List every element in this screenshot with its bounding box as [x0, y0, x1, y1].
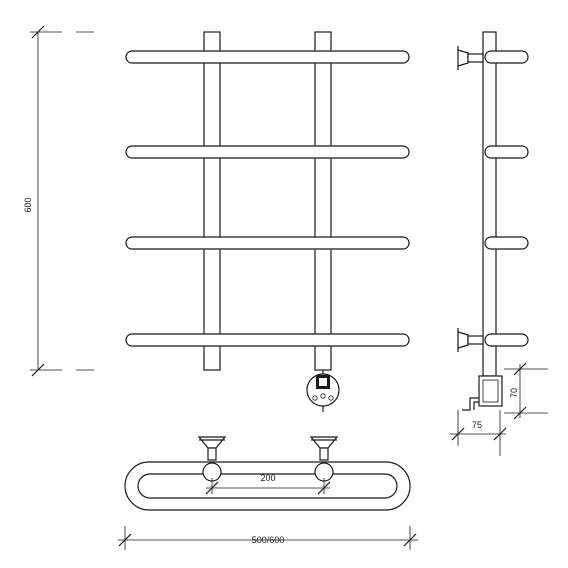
rung-4	[125, 333, 410, 347]
wall-bracket-top	[457, 46, 484, 70]
rung-1	[125, 50, 410, 64]
right-vertical-tube	[314, 31, 332, 371]
top-inner-loop	[137, 473, 398, 499]
side-depth-label: 75	[472, 420, 482, 430]
top-bracket-right	[309, 436, 339, 482]
rung-3	[125, 236, 410, 250]
top-view	[124, 436, 411, 511]
side-height-label: 70	[509, 388, 519, 398]
width-dimension: 500/600	[118, 526, 418, 550]
center-distance-dimension: 200	[205, 473, 331, 495]
heater-element	[306, 370, 340, 412]
side-height-dimension: 70	[504, 362, 548, 420]
height-label: 600	[23, 197, 33, 212]
front-view	[125, 31, 410, 412]
top-outer-loop	[124, 461, 411, 511]
side-rung-1	[484, 50, 529, 64]
side-rung-4	[484, 333, 529, 347]
height-dimension: 600	[23, 25, 94, 377]
left-vertical-tube	[203, 31, 221, 371]
side-vertical-tube	[482, 31, 497, 377]
side-heater	[462, 375, 503, 411]
top-bracket-left	[197, 436, 227, 482]
rung-2	[125, 145, 410, 159]
side-rung-3	[484, 236, 529, 250]
side-rung-2	[484, 145, 529, 159]
wall-bracket-bottom	[457, 328, 484, 352]
width-label: 500/600	[252, 535, 285, 545]
center-distance-label: 200	[260, 473, 275, 483]
side-view	[457, 31, 529, 411]
side-depth-dimension: 75	[450, 410, 507, 456]
